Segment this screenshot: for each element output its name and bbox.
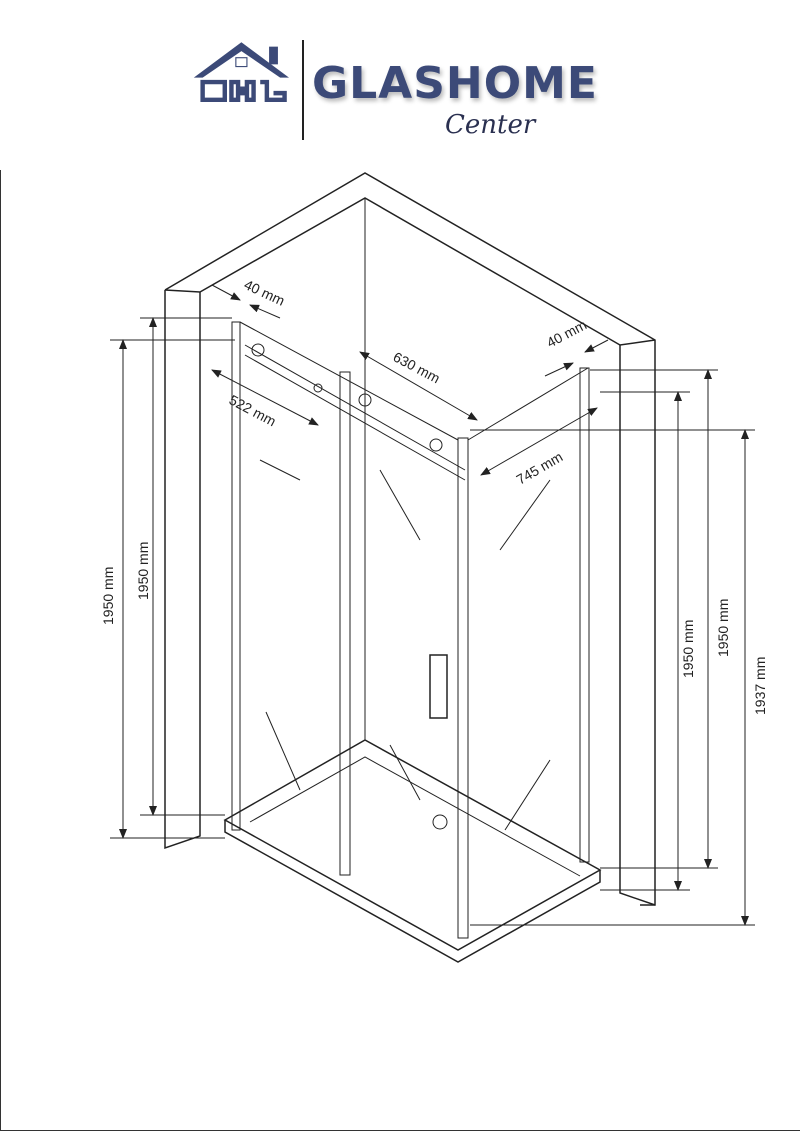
dimension-lines (110, 284, 755, 926)
dim-left-height-inner: 1950 mm (135, 542, 151, 600)
dim-right-height-inner: 1950 mm (680, 620, 696, 678)
drain (432, 814, 448, 830)
brand-name: GLASHOME (312, 58, 598, 109)
dim-door: 630 mm (391, 349, 443, 387)
dim-left-height-outer: 1950 mm (100, 567, 116, 625)
dim-right-panel: 745 mm (514, 448, 566, 487)
door-handle (429, 654, 448, 719)
shower-tray (223, 739, 602, 963)
walls (164, 172, 656, 906)
logo-divider (302, 40, 304, 140)
dim-top-right-wall: 40 mm (544, 316, 589, 350)
dim-total-height: 1937 mm (752, 657, 768, 715)
dim-left-panel: 522 mm (227, 392, 279, 430)
brand-subtitle: Center (445, 110, 536, 140)
logo-house-icon (193, 42, 289, 102)
glass-panels (231, 321, 590, 939)
dim-top-left-wall: 40 mm (242, 276, 288, 309)
dim-right-height-outer: 1950 mm (715, 599, 731, 657)
